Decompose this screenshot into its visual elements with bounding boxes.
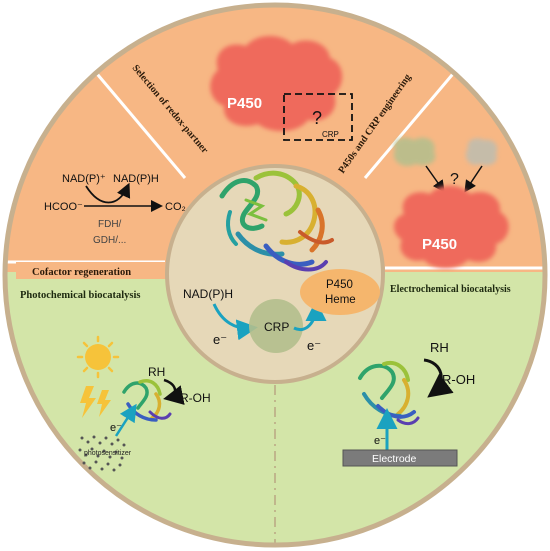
photo-roh: R-OH xyxy=(180,391,211,405)
center-nadph: NAD(P)H xyxy=(183,287,233,301)
cofactor-banner xyxy=(16,262,166,279)
arrow-left-protein xyxy=(425,165,445,193)
electro-electron: e⁻ xyxy=(374,435,386,447)
center-protein-structure xyxy=(219,170,334,272)
center-electron-1: e⁻ xyxy=(213,332,227,347)
top-p450-protein: P450 xyxy=(210,36,343,132)
photo-electron-arrow xyxy=(114,403,137,437)
arrow-right-protein xyxy=(464,165,483,193)
cofactor-fdh: FDH/ xyxy=(98,219,122,230)
section-photochemical-biocatalysis: Photochemical biocatalysis xyxy=(20,290,140,301)
cofactor-formate: HCOO⁻ xyxy=(44,201,83,213)
cofactor-gdh: GDH/... xyxy=(93,235,126,246)
crp-label: CRP xyxy=(264,320,289,334)
center-electron-2: e⁻ xyxy=(307,338,321,353)
electrode-bar xyxy=(342,449,458,467)
center-arrow-to-crp xyxy=(212,303,258,341)
right-question-mark: ? xyxy=(450,171,459,188)
heme-p450-label: P450 xyxy=(326,279,353,291)
electro-rh: RH xyxy=(430,340,449,355)
top-p450-label: P450 xyxy=(227,95,262,112)
lightning-icon xyxy=(80,386,111,418)
center-circle xyxy=(165,164,385,384)
right-p450-protein: P450 xyxy=(393,185,509,269)
section-electrochemical-biocatalysis: Electrochemical biocatalysis xyxy=(390,284,511,295)
electrode-label: Electrode xyxy=(372,453,417,465)
photosensitizer-label: photosensitizer xyxy=(84,450,132,457)
crp-box-label: CRP xyxy=(322,130,339,139)
section-cofactor-regeneration: Cofactor regeneration xyxy=(32,267,131,278)
photo-reaction-arrow xyxy=(163,378,185,405)
heme-ellipse xyxy=(300,269,380,315)
cofactor-nadp-plus: NAD(P)⁺ xyxy=(62,173,106,185)
cofactor-curved-arrow xyxy=(85,182,131,204)
photosensitizer-particles xyxy=(78,435,126,472)
photo-electron: e⁻ xyxy=(110,422,122,434)
crp-circle xyxy=(249,299,303,353)
crp-question-mark: ? xyxy=(312,108,322,128)
right-small-proteins xyxy=(393,137,498,167)
cofactor-co2: CO₂ xyxy=(165,201,186,213)
heme-label: Heme xyxy=(325,294,356,306)
electro-reaction-arrow xyxy=(423,358,454,398)
right-p450-label: P450 xyxy=(422,236,457,253)
crp-placeholder-box xyxy=(283,93,353,141)
cofactor-nadph: NAD(P)H xyxy=(113,173,159,185)
sun-icon xyxy=(76,335,120,379)
electro-roh: R-OH xyxy=(442,372,475,387)
photo-rh: RH xyxy=(148,365,165,379)
